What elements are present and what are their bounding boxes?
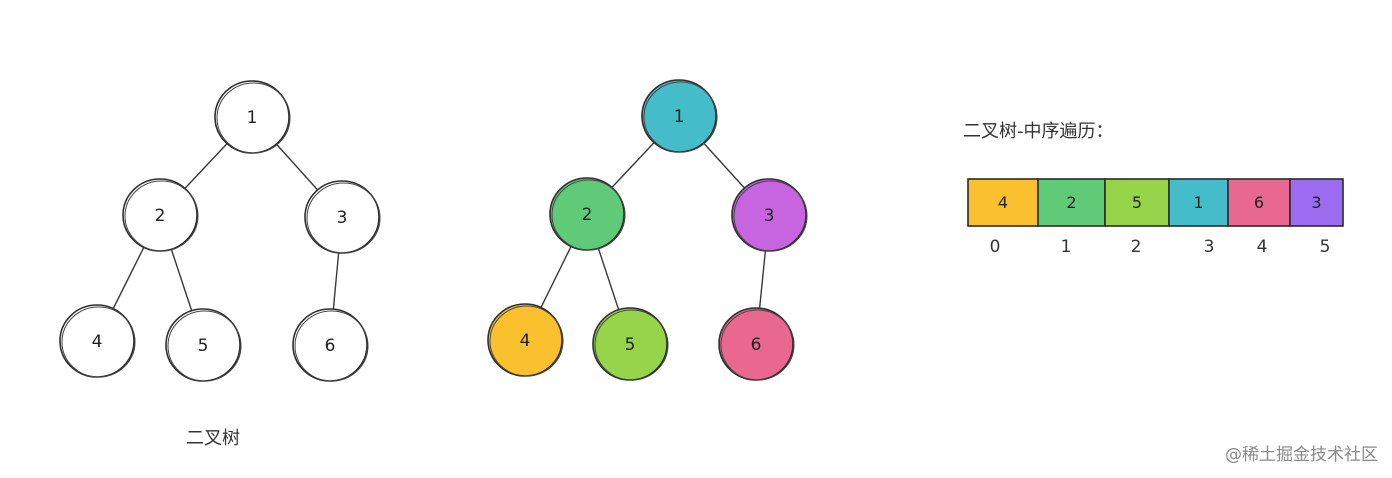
array-index-label: 2: [1131, 237, 1142, 257]
array-cell-box: [1037, 178, 1106, 227]
array-cell-box: [967, 178, 1039, 227]
plain-tree-edge: [332, 253, 340, 309]
plain-tree-node-label: 2: [155, 206, 166, 226]
plain-tree-node-6: 6: [292, 308, 369, 382]
array-cell-value: 5: [1132, 193, 1142, 212]
colored-tree-node-5: 5: [592, 307, 669, 381]
plain-tree-node-label: 6: [325, 336, 336, 356]
colored-tree-edges: [540, 142, 766, 310]
plain-tree-node-sketch-stroke: [216, 82, 291, 154]
colored-tree-edge: [597, 248, 620, 310]
plain-tree-edges: [112, 143, 340, 311]
colored-tree-edge: [540, 246, 572, 308]
array-cell-box: [1168, 178, 1229, 227]
plain-tree-node-2: 2: [122, 178, 199, 252]
plain-tree-node-label: 1: [247, 108, 258, 128]
colored-tree-node-sketch-stroke: [720, 309, 795, 381]
colored-tree-node-sketch-stroke: [643, 81, 718, 153]
colored-tree-node-sketch-stroke: [733, 180, 808, 252]
colored-tree-node-label: 6: [751, 335, 762, 355]
array-index-label: 4: [1257, 237, 1268, 257]
array-cell-2: 52: [1104, 178, 1170, 257]
colored-tree-edge: [759, 251, 766, 308]
colored-tree-node-sketch-stroke: [594, 309, 669, 381]
plain-tree-node-sketch-stroke: [61, 306, 136, 378]
plain-tree-node-sketch-stroke: [294, 310, 369, 382]
array-cell-value: 3: [1311, 193, 1321, 212]
colored-tree-node-label: 4: [520, 331, 531, 351]
colored-tree-nodes: 1 2 3 4 5 6: [487, 79, 808, 381]
plain-tree-node-1: 1: [214, 80, 291, 154]
plain-tree-edge: [276, 143, 318, 191]
plain-tree-nodes: 1 2 3 4 5 6: [59, 80, 381, 382]
colored-tree-node-label: 5: [625, 335, 636, 355]
colored-tree-node-6: 6: [718, 307, 795, 381]
plain-tree-edge: [112, 247, 145, 309]
array-cell-5: 35: [1289, 178, 1344, 257]
plain-tree-node-label: 5: [198, 336, 209, 356]
colored-tree-node-sketch-stroke: [551, 179, 626, 251]
plain-tree-node-5: 5: [165, 308, 242, 382]
array-cell-0: 40: [967, 178, 1039, 257]
plain-tree-node-sketch-stroke: [124, 180, 199, 252]
colored-tree-node-2: 2: [549, 177, 626, 251]
array-cell-3: 13: [1168, 178, 1229, 257]
array-cell-value: 2: [1066, 193, 1076, 212]
plain-tree-node-sketch-stroke: [306, 182, 381, 254]
array-index-label: 0: [990, 237, 1001, 257]
array-cell-value: 6: [1254, 193, 1264, 212]
colored-tree-edge: [611, 142, 655, 188]
colored-tree-edge: [703, 142, 745, 189]
tree-caption: 二叉树: [186, 428, 240, 449]
colored-tree-node-3: 3: [731, 178, 808, 252]
plain-tree-node-label: 4: [92, 332, 103, 352]
plain-tree-node-4: 4: [59, 304, 136, 378]
colored-tree-node-sketch-stroke: [489, 305, 564, 377]
colored-tree-node-label: 3: [764, 206, 775, 226]
colored-tree-node-label: 2: [582, 205, 593, 225]
plain-tree-node-3: 3: [304, 180, 381, 254]
plain-tree-node-sketch-stroke: [167, 310, 242, 382]
plain-tree-node-label: 3: [337, 208, 348, 228]
plain-tree-edge: [184, 143, 228, 189]
array-cell-box: [1104, 178, 1170, 227]
colored-tree-node-label: 1: [674, 107, 685, 127]
array-cell-4: 64: [1227, 178, 1291, 257]
plain-tree-edge: [170, 249, 193, 311]
array-cell-box: [1227, 178, 1291, 227]
inorder-array-title: 二叉树-中序遍历：: [963, 121, 1114, 142]
array-index-label: 1: [1061, 237, 1072, 257]
array-cell-1: 21: [1037, 178, 1106, 257]
array-cell-box: [1289, 178, 1344, 227]
array-cell-value: 4: [998, 193, 1008, 212]
colored-tree-node-1: 1: [641, 79, 718, 153]
array-index-label: 3: [1204, 237, 1215, 257]
array-index-label: 5: [1320, 237, 1331, 257]
watermark: @稀土掘金技术社区: [1225, 445, 1378, 465]
array-cell-value: 1: [1193, 193, 1203, 212]
colored-tree-node-4: 4: [487, 303, 564, 377]
